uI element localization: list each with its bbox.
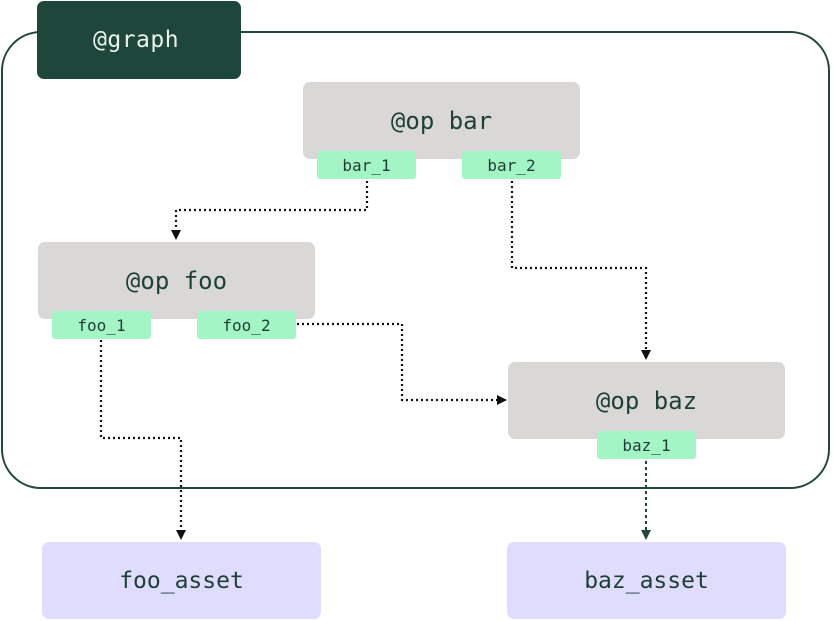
- graph-tab: @graph: [37, 1, 241, 79]
- edge-foo1-to-foo-asset: [99, 340, 186, 540]
- output-baz-1: baz_1: [597, 431, 696, 459]
- op-bar-label: @op bar: [390, 106, 493, 135]
- edge-bar1-to-foo: [171, 181, 369, 240]
- op-baz-label: @op baz: [595, 386, 698, 415]
- output-foo-1: foo_1: [52, 311, 151, 339]
- asset-foo-label: foo_asset: [119, 567, 244, 594]
- asset-baz: baz_asset: [507, 542, 786, 619]
- output-foo-2: foo_2: [197, 311, 296, 339]
- op-foo-box: @op foo: [38, 242, 315, 319]
- graph-label: @graph: [93, 27, 180, 53]
- edge-bar2-to-baz: [510, 181, 651, 360]
- graph-frame: [1, 31, 830, 489]
- edge-foo2-to-baz: [297, 322, 507, 405]
- op-baz-box: @op baz: [508, 362, 785, 439]
- output-bar-1: bar_1: [317, 151, 416, 179]
- asset-baz-label: baz_asset: [584, 567, 709, 594]
- op-bar-box: @op bar: [303, 82, 580, 159]
- asset-foo: foo_asset: [42, 542, 321, 619]
- op-foo-label: @op foo: [125, 266, 228, 295]
- output-bar-2: bar_2: [462, 151, 561, 179]
